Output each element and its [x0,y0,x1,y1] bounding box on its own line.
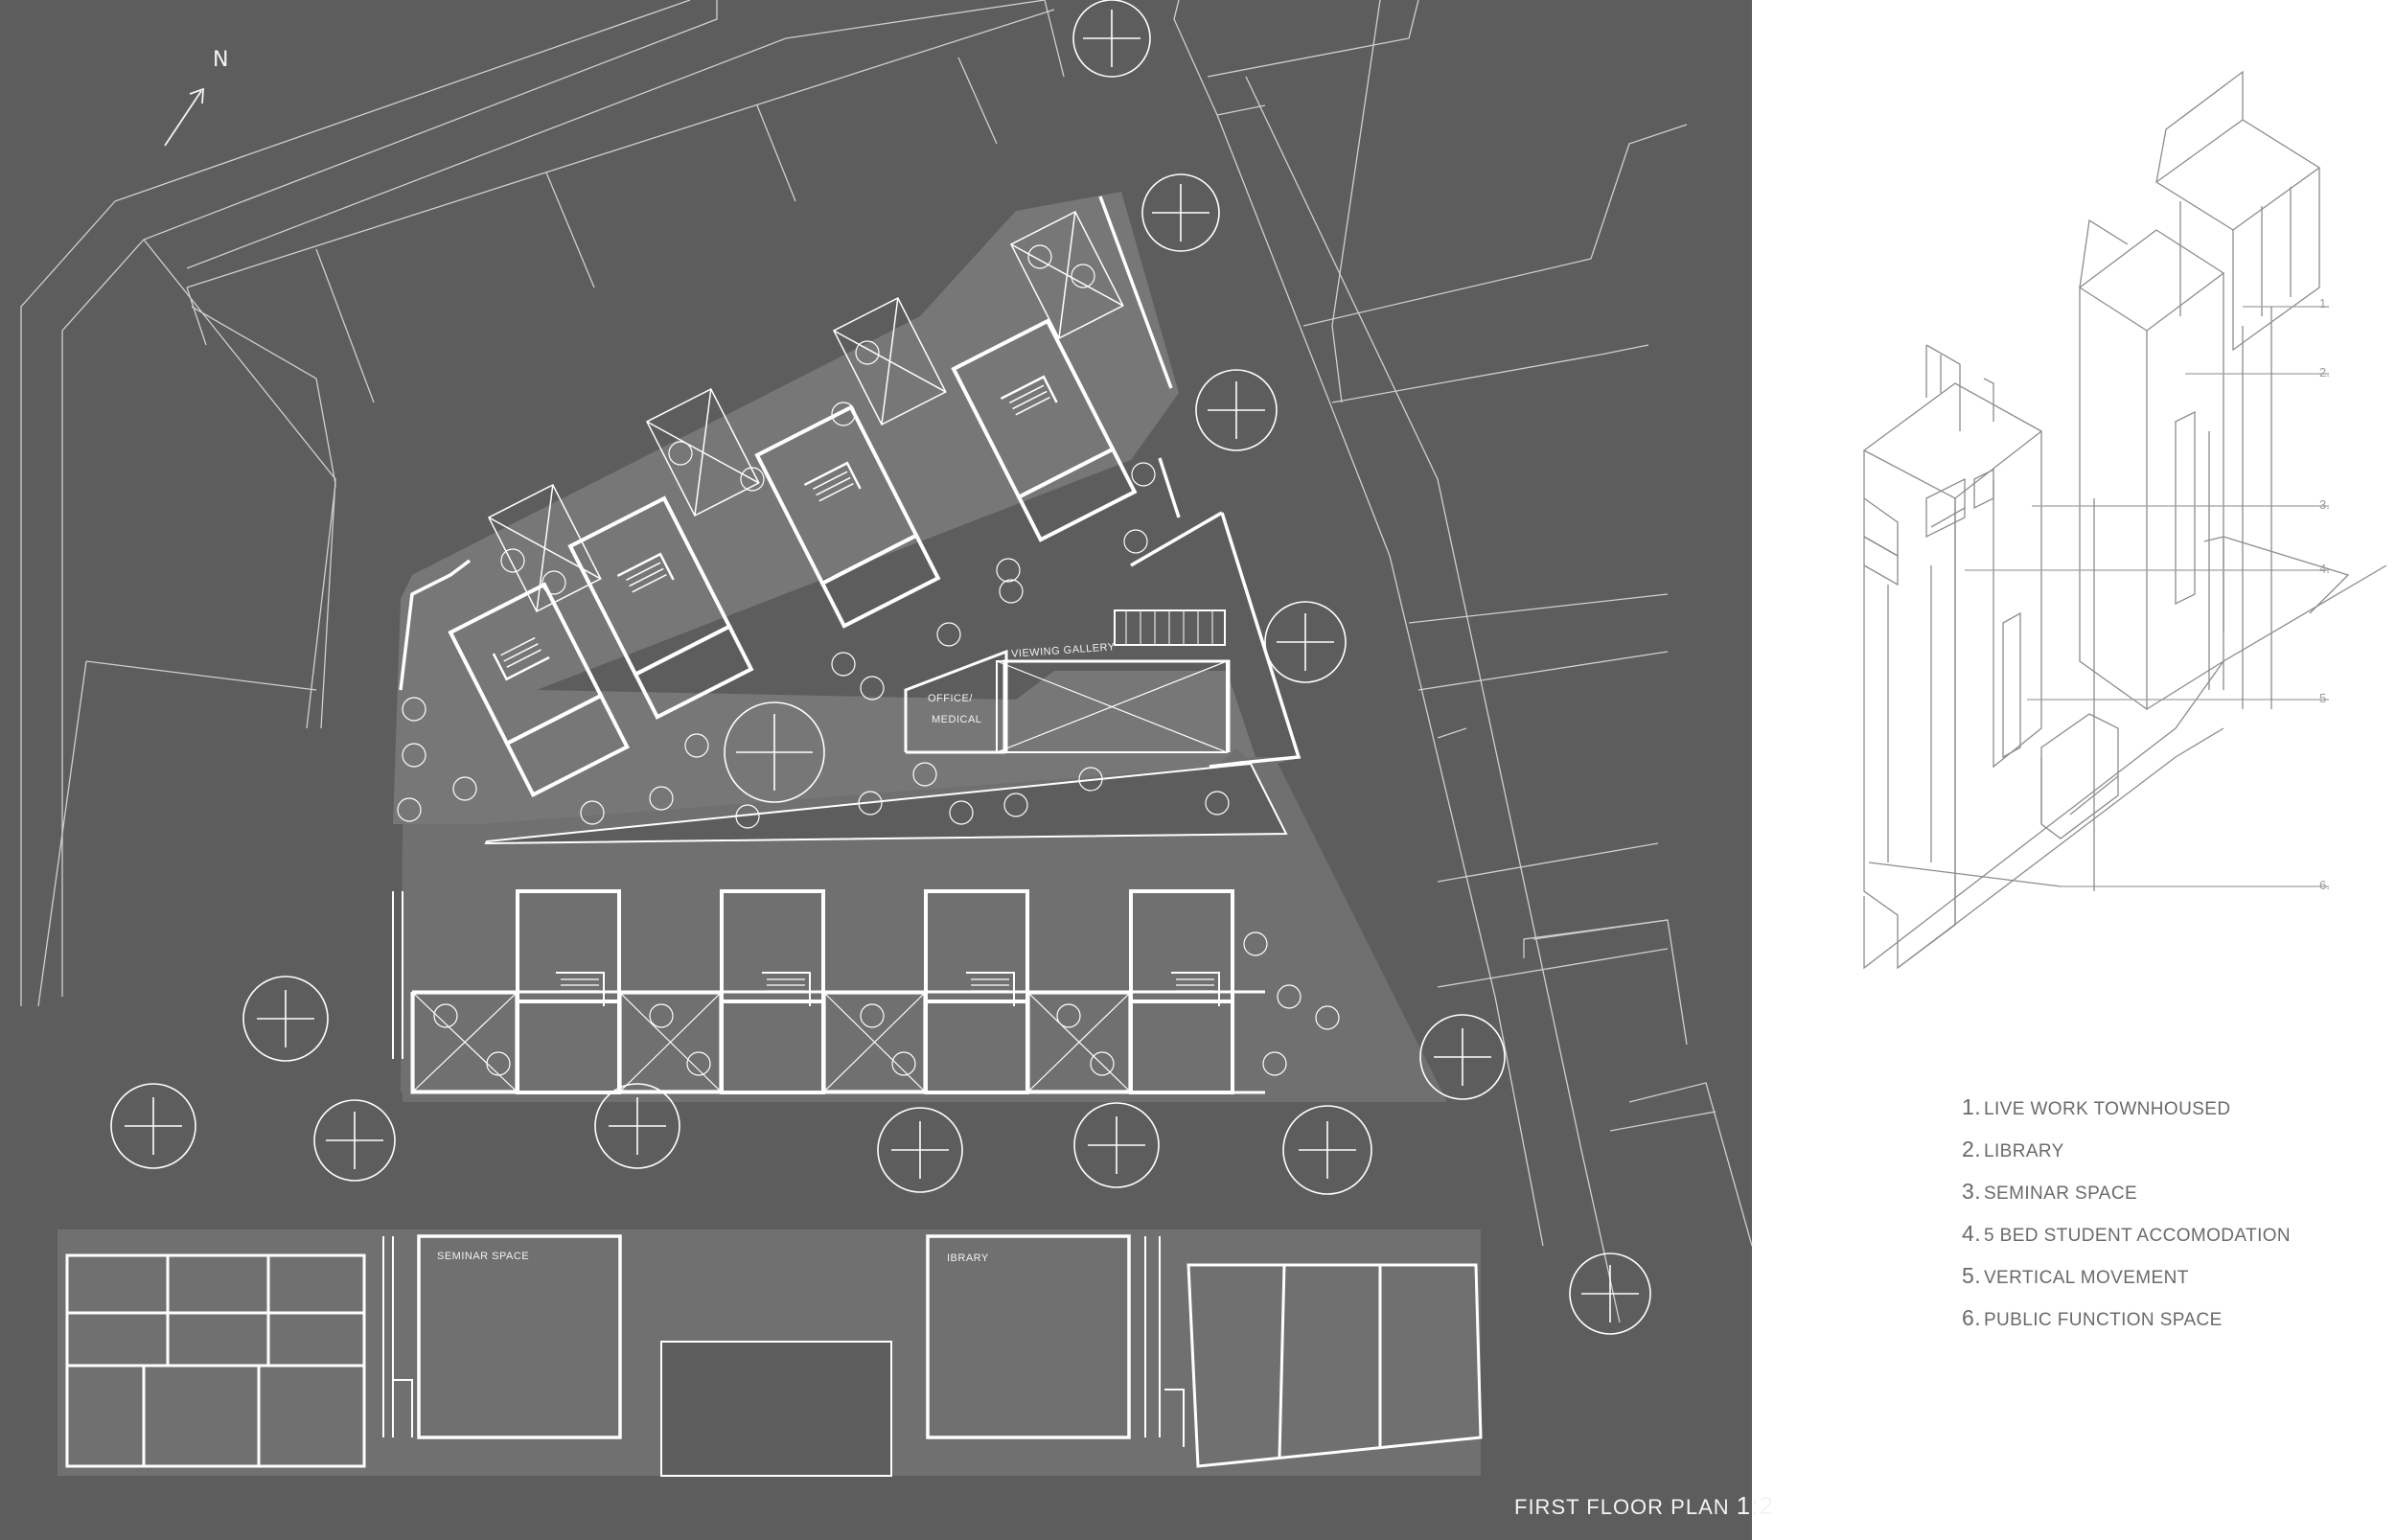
context-linework [20,0,1753,1323]
legend: 1.LIVE WORK TOWNHOUSED 2.LIBRARY 3.SEMIN… [1962,1094,2291,1347]
legend-item-1: 1.LIVE WORK TOWNHOUSED [1962,1094,2231,1119]
upper-townhouses [448,210,1138,797]
label-library: IBRARY [947,1253,989,1264]
site-plan-drawing [20,0,1753,1477]
label-office-line1: OFFICE/ [928,693,973,704]
axonometric-drawing [1862,70,2387,970]
axo-key-1: 1. [2319,296,2330,310]
axo-key-6: 6. [2319,878,2330,892]
legend-item-5: 5.VERTICAL MOVEMENT [1962,1263,2189,1288]
site-boundary [399,195,1302,769]
middle-townhouses [392,889,1265,1094]
axo-key-4: 4. [2319,562,2330,576]
large-trees [110,0,1651,1335]
legend-item-4: 4.5 BED STUDENT ACCOMODATION [1962,1221,2292,1246]
axonometric-panel: 1. 2. 3. 4. 5 6. [1773,0,2396,1540]
legend-item-3: 3.SEMINAR SPACE [1962,1179,2138,1204]
viewing-gallery-block [904,609,1231,754]
north-label: N [213,48,229,72]
axo-key-2: 2. [2319,365,2330,379]
courtyard-fills [58,192,1481,1477]
legend-item-2: 2.LIBRARY [1962,1137,2064,1161]
axo-key-5: 5 [2319,691,2327,705]
label-office-line2: MEDICAL [932,714,982,725]
plan-title-text: FIRST FLOOR PLAN [1514,1495,1730,1519]
north-arrow-icon [164,87,204,147]
label-seminar-space: SEMINAR SPACE [437,1251,530,1262]
axo-key-3: 3. [2319,497,2330,512]
site-plan-panel: N VIEWING GALLERY OFFICE/ MEDICAL SEMINA… [0,0,1803,1540]
legend-item-6: 6.PUBLIC FUNCTION SPACE [1962,1305,2223,1330]
axo-linework [1862,70,2387,970]
plan-title: FIRST FLOOR PLAN 1:200 [1514,1491,1804,1521]
small-shrubs [397,244,1340,1076]
bottom-building [65,1234,1483,1468]
